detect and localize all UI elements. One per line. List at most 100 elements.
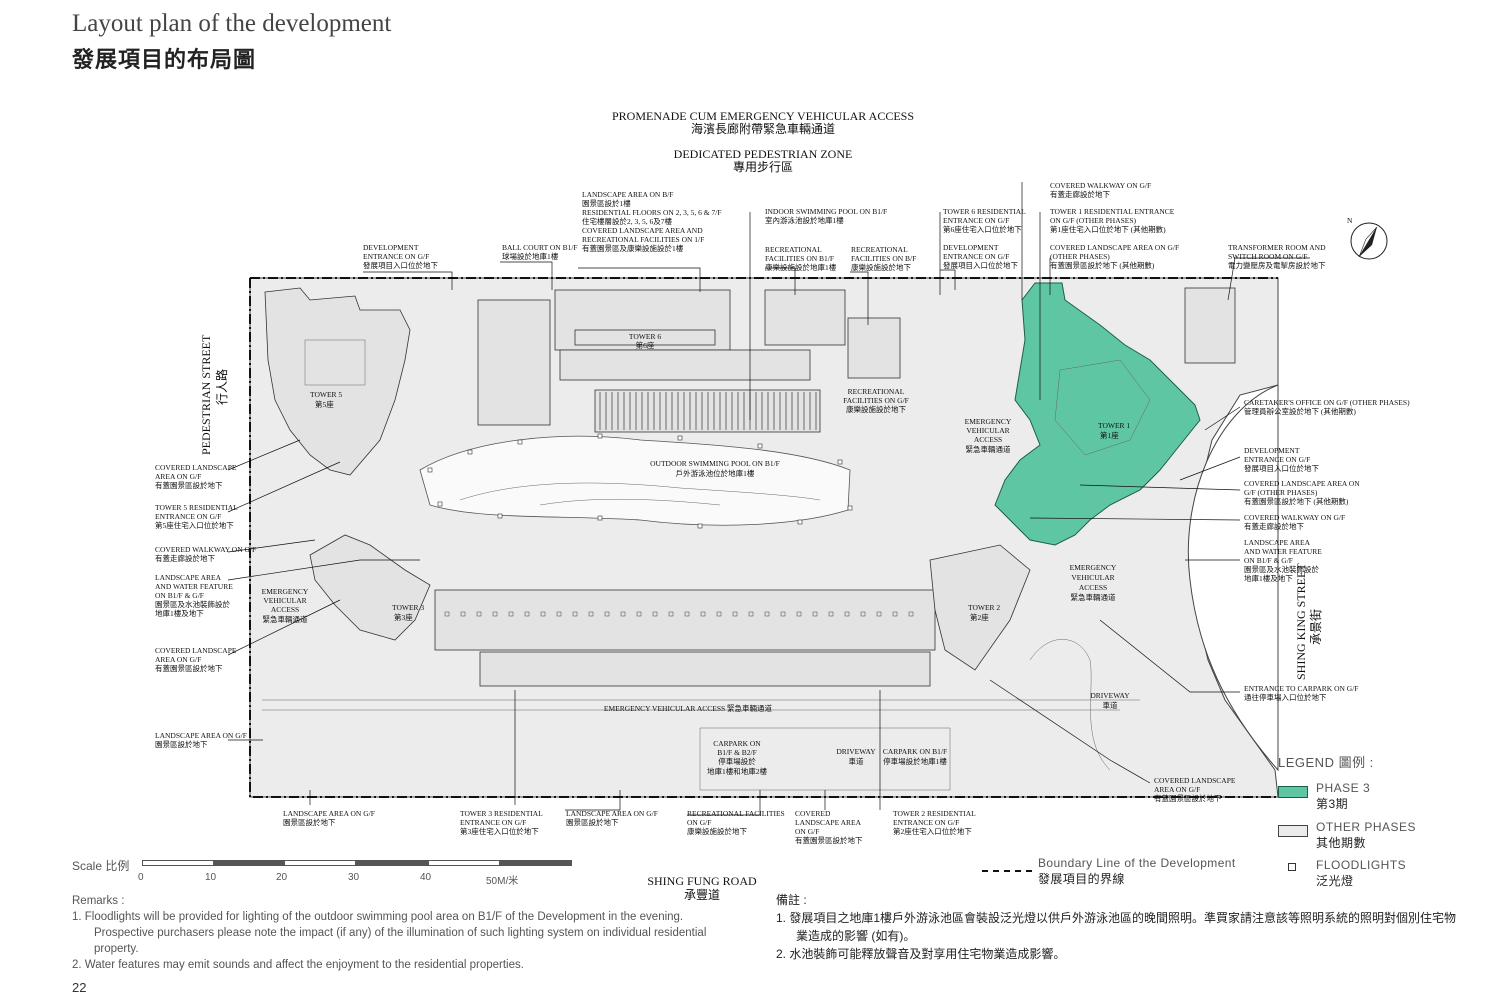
floodlight-icon [437, 501, 443, 507]
tower-6-label-zh: 第6座 [636, 340, 655, 350]
callout-line: 有蓋園景區及康樂設施設於1樓 [582, 243, 684, 253]
window-mark [796, 611, 802, 617]
svg-text:VEHICULAR: VEHICULAR [263, 596, 306, 605]
leader-lines [227, 182, 1310, 816]
callout-line: ENTRANCE ON G/F [155, 512, 221, 521]
callout-line: 有蓋園景區設於地下 [155, 663, 223, 673]
scale-tick: 10 [205, 872, 217, 883]
callout-line: DEVELOPMENT [363, 243, 419, 252]
svg-text:車道: 車道 [849, 756, 864, 766]
callout-line: 發展項目入口位於地下 [1244, 463, 1319, 473]
tower-2-label-zh: 第2座 [970, 612, 989, 622]
callout-line: CARETAKER'S OFFICE ON G/F (OTHER PHASES) [1244, 398, 1410, 407]
callout-line: COVERED LANDSCAPE AREA ON [1244, 479, 1360, 488]
floodlight-icon [697, 523, 703, 529]
rec-facilities-mid-label: RECREATIONAL FACILITIES ON G/F 康樂設施設於地下 [843, 387, 909, 414]
ball-court [477, 299, 551, 426]
tower-3-label-zh: 第3座 [394, 612, 413, 622]
callout-line: 第6座住宅入口位於地下 [943, 224, 1022, 234]
callout-line: 園景區設於地下 [283, 817, 336, 827]
callout-line: DEVELOPMENT [1244, 446, 1300, 455]
callout-line: 室內游泳池設於地庫1樓 [765, 215, 844, 225]
road-south-en: SHING FUNG ROAD [647, 874, 757, 888]
tower-5-label-zh: 第5座 [315, 399, 334, 409]
remarks-en: Remarks : 1. Floodlights will be provide… [72, 893, 732, 973]
remarks-zh: 備註 : 1. 發展項目之地庫1樓戶外游泳池區會裝設泛光燈以供戶外游泳池區的晚間… [776, 891, 1466, 963]
carpark-box [699, 727, 951, 791]
callouts-top-11: COVERED LANDSCAPE AREA ON G/F(OTHER PHAS… [1050, 243, 1179, 270]
window-mark [860, 611, 866, 617]
legend-text-floodlights: FLOODLIGHTS 泛光燈 [1316, 857, 1406, 889]
window-mark [748, 611, 754, 617]
legend-swatch-phase3 [1278, 786, 1308, 798]
tower-2-block [434, 589, 936, 651]
callout-line: COVERED LANDSCAPE AREA ON G/F [1050, 243, 1179, 252]
legend: LEGEND 圖例 : PHASE 3 第3期 OTHER PHASES 其他期… [1278, 752, 1478, 888]
window-mark [572, 611, 578, 617]
callout-line: RESIDENTIAL FLOORS ON 2, 3, 5, 6 & 7/F [582, 208, 722, 217]
boundary-legend-en: Boundary Line of the Development [1038, 856, 1236, 870]
scale-bar: Scale 比例 0 10 20 30 40 50M/米 [72, 857, 572, 887]
rec-facilities-b1f [764, 289, 846, 346]
tower-1-inner [1054, 359, 1151, 456]
callout-line: ON G/F [687, 818, 711, 827]
window-mark [828, 611, 834, 617]
callout-line: 有蓋走廊設於地下 [1244, 521, 1304, 531]
window-mark [668, 611, 674, 617]
floodlight-icon [757, 443, 763, 449]
svg-text:B1/F & B2/F: B1/F & B2/F [717, 748, 757, 757]
remark-2-zh: 2. 水池裝飾可能釋放聲音及對享用住宅物業造成影響。 [776, 947, 1066, 961]
callout-line: AREA ON G/F [155, 472, 201, 481]
scale-tick: 50M/米 [486, 876, 519, 887]
window-mark [892, 611, 898, 617]
callout-line: 園景區設於地下 [155, 739, 208, 749]
floodlight-icon [517, 439, 523, 445]
legend-other-en: OTHER PHASES [1316, 820, 1417, 834]
remarks-title-zh: 備註 : [776, 893, 807, 907]
tower-5-detail [304, 339, 366, 386]
road-east-en: SHING KING STREET [1294, 563, 1308, 680]
callout-line: TOWER 1 RESIDENTIAL ENTRANCE [1050, 207, 1175, 216]
svg-text:DRIVEWAY: DRIVEWAY [1090, 691, 1130, 700]
callout-line: 第1座住宅入口位於地下 (其他期數) [1050, 224, 1166, 234]
floodlight-icon [597, 515, 603, 521]
callout-line: AREA ON G/F [155, 655, 201, 664]
driveway-east-label: DRIVEWAY 車道 [1090, 691, 1130, 710]
pool-contour [459, 482, 821, 501]
window-mark [588, 611, 594, 617]
callout-line: 發展項目入口位於地下 [943, 260, 1018, 270]
callout-line: COVERED WALKWAY ON G/F [1050, 181, 1151, 190]
rec-facilities-bf [847, 317, 901, 379]
eva-west-label: EMERGENCY VEHICULAR ACCESS 緊急車輛通道 [262, 587, 309, 624]
callout-line: COVERED LANDSCAPE AREA AND [582, 226, 703, 235]
callout-line: RECREATIONAL [765, 245, 822, 254]
legend-swatch-other [1278, 825, 1308, 837]
legend-text-other: OTHER PHASES 其他期數 [1316, 819, 1416, 851]
floodlight-icon [847, 505, 853, 511]
svg-text:FACILITIES ON G/F: FACILITIES ON G/F [843, 396, 909, 405]
svg-text:車道: 車道 [1103, 700, 1119, 710]
window-mark [540, 611, 546, 617]
callout-line: ENTRANCE ON G/F [363, 252, 429, 261]
road-north-en: PROMENADE CUM EMERGENCY VEHICULAR ACCESS [612, 109, 914, 123]
window-mark [652, 611, 658, 617]
floodlight-icon [837, 459, 843, 465]
callout-line: COVERED LANDSCAPE [155, 646, 237, 655]
callout-line: 康樂設施設於地下 [851, 262, 911, 272]
tower-3-block [309, 534, 431, 641]
tower-1-label-zh: 第1座 [1100, 430, 1119, 440]
